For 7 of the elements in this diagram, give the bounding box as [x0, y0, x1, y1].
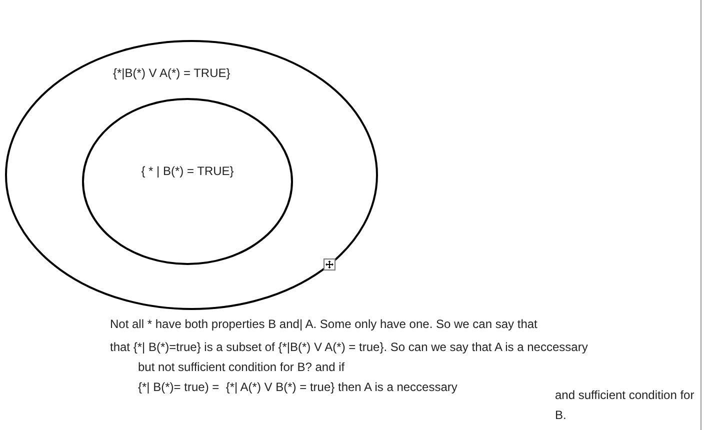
note-text: Not all * have both properties B and| A. Some only have one. So we can say that [110, 317, 538, 331]
note-text: but not sufficient condition for B? and if [138, 360, 345, 374]
note-text: and sufficient condition for B. [555, 387, 696, 424]
set-label: { * | B(*) = TRUE} [140, 164, 235, 178]
set-label: {*|B(*) V A(*) = TRUE} [113, 66, 230, 80]
note-text: that {*| B(*)=true} is a subset of {*|B(*) V A(*) = true}. So can we say that A is a neccessary [110, 340, 588, 354]
note-text: {*| B(*)= true) = {*| A(*) V B(*) = true} then A is a neccessary [138, 380, 458, 394]
